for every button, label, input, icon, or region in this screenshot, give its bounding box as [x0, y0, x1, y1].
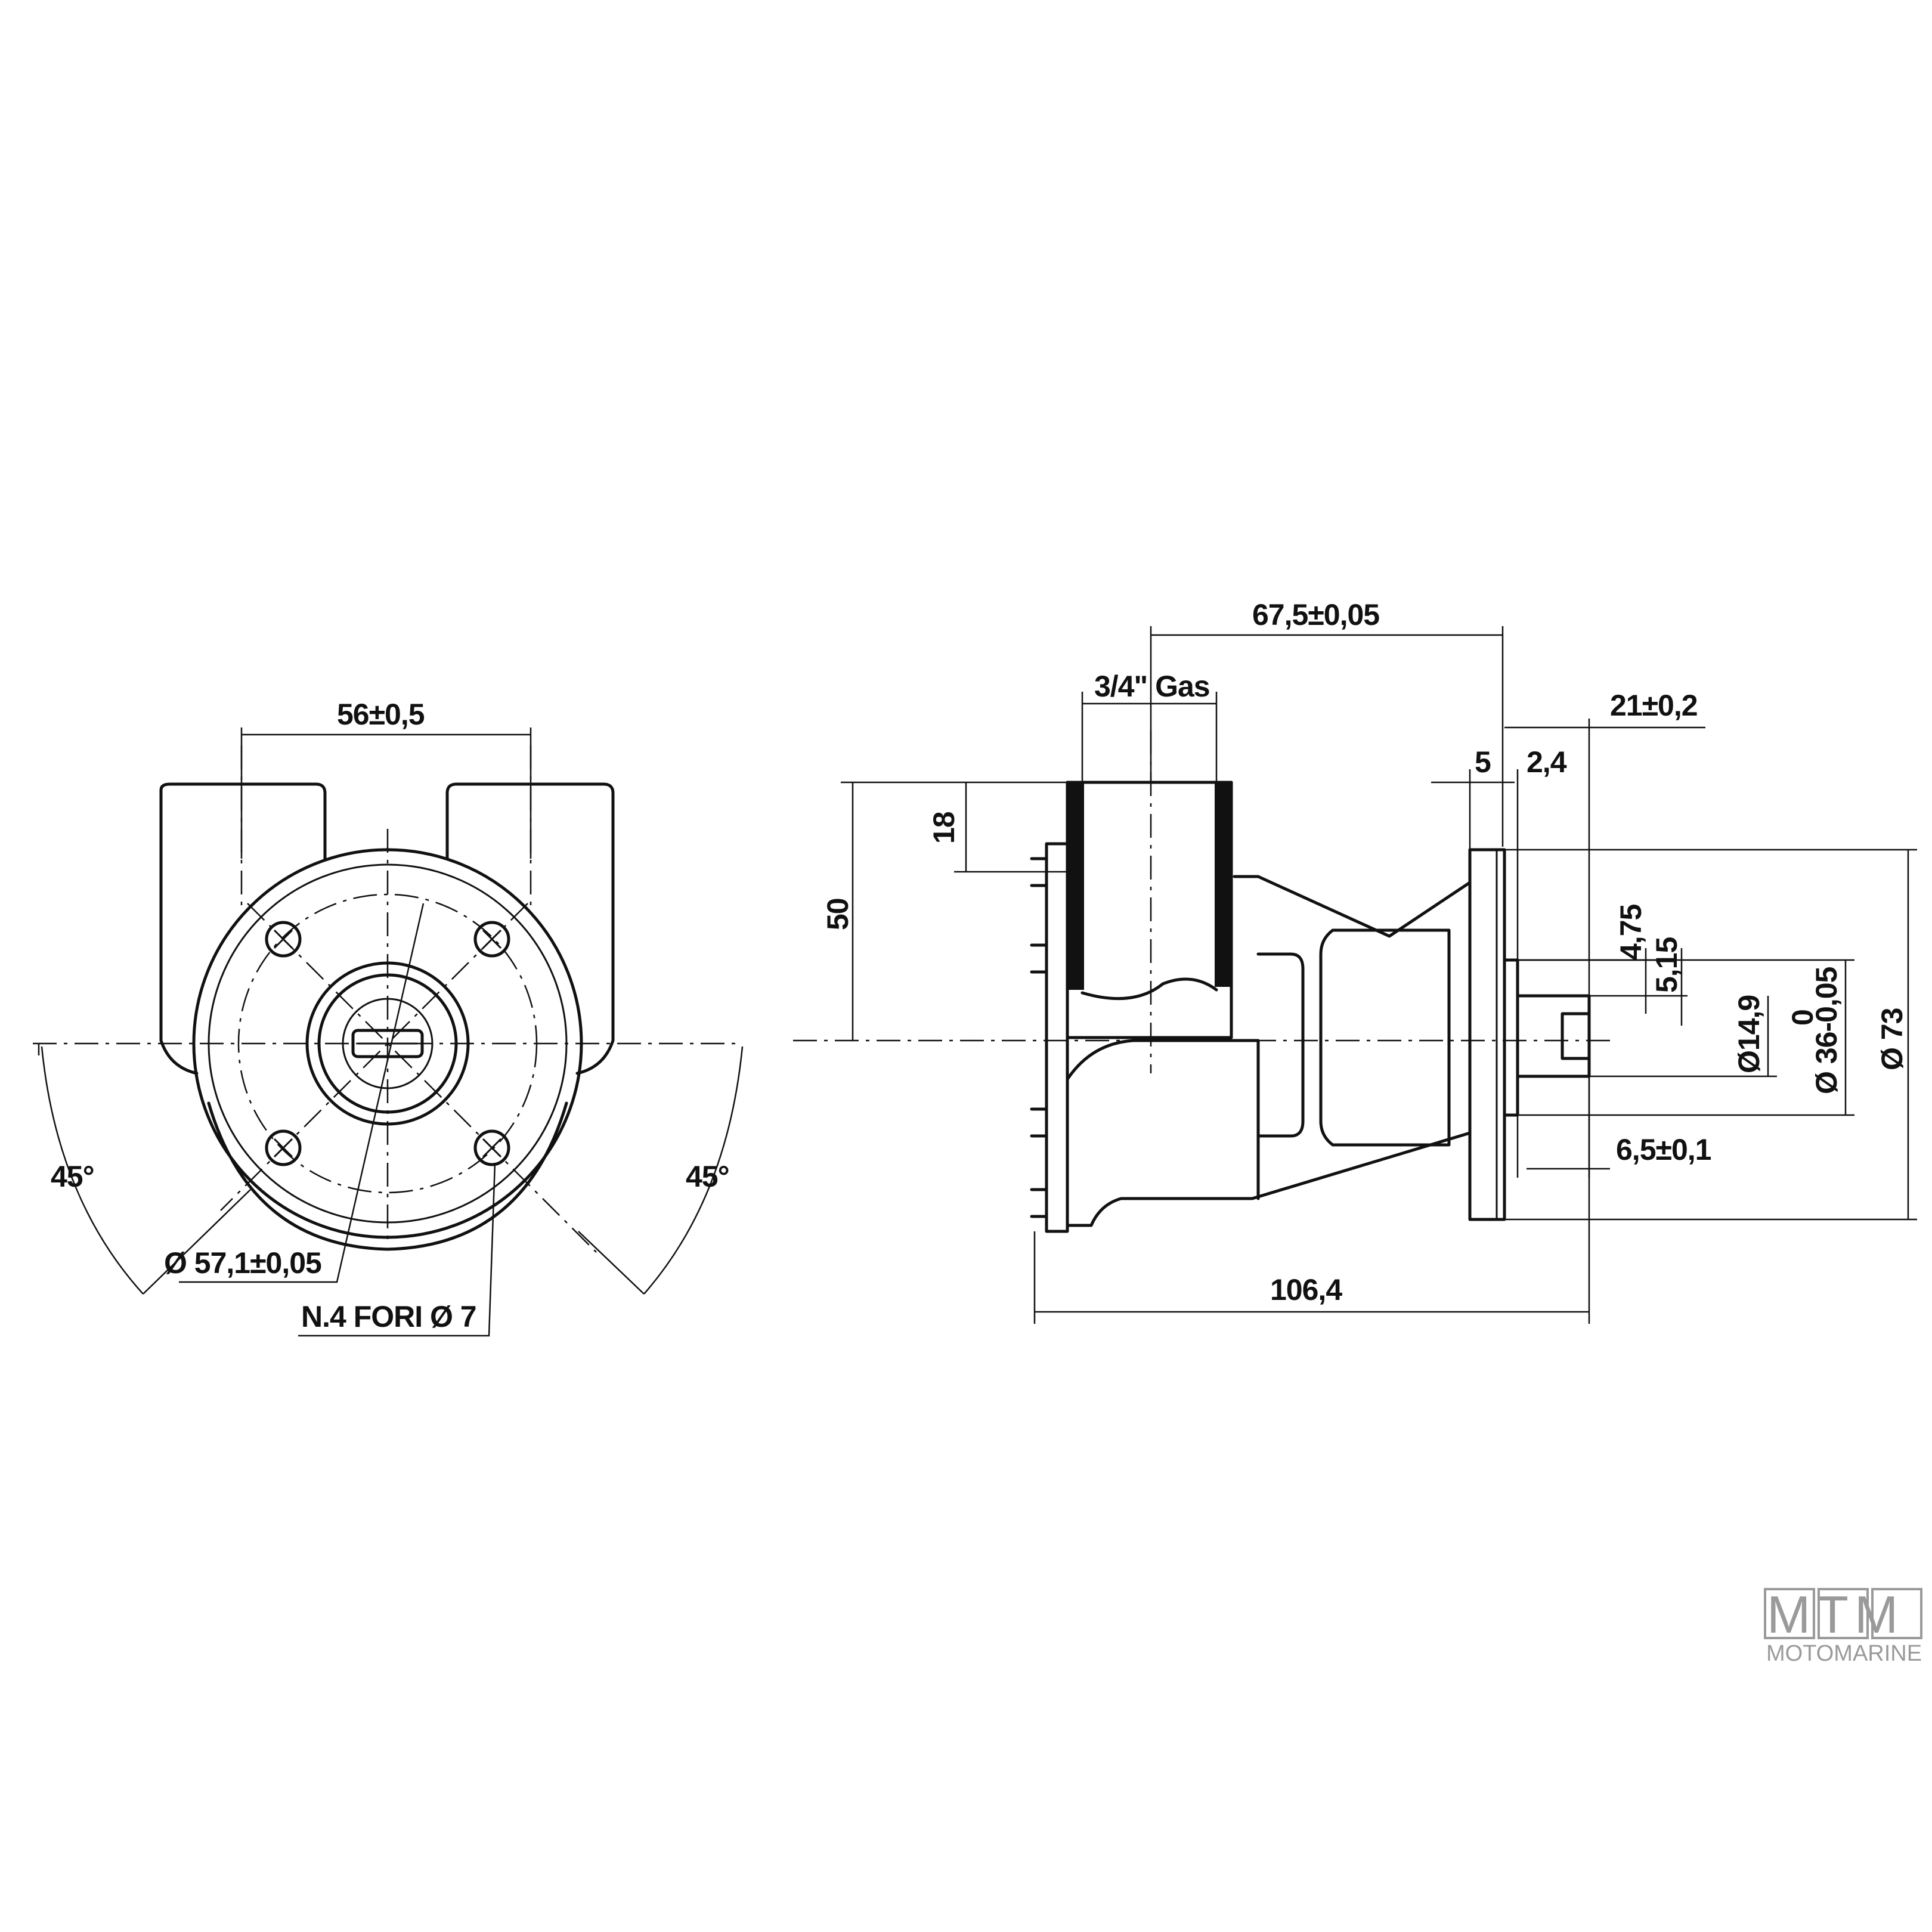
angle-right-arc	[643, 1046, 744, 1295]
dim-shaft-length-label: 21±0,2	[1610, 689, 1698, 722]
cover-screws	[1030, 857, 1048, 1218]
side-view: 67,5±0,05 3/4" Gas 21±0,2 5 2,4 18 50 4,…	[793, 598, 1917, 1324]
holes-leader	[298, 1162, 496, 1337]
dim-shaft-dia-label: Ø14,9	[1732, 995, 1766, 1073]
dim-holes-label: N.4 FORI Ø 7	[301, 1300, 476, 1333]
shaft-key	[1561, 1012, 1591, 1060]
company-logo: MTM MOTOMARINE	[1764, 1585, 1922, 1666]
dim-spigot-label: 2,4	[1527, 745, 1567, 779]
body-recess	[1256, 952, 1305, 1138]
front-view: 56±0,5 45° 45° Ø 57,1±0,05 N.4 FORI Ø 7	[33, 698, 744, 1337]
angle-right-label: 45°	[686, 1160, 729, 1193]
dim-flange-thickness-label: 5	[1475, 745, 1491, 779]
dim-pilot-dia-label: Ø 36-0,05	[1810, 967, 1843, 1094]
pilot-spigot	[1503, 958, 1519, 1117]
dim-key-offset-label: 6,5±0,1	[1616, 1133, 1711, 1166]
angle-left-label: 45°	[51, 1160, 94, 1193]
logo-box-1	[1764, 1588, 1815, 1639]
dim-pilot-tol-label: 0	[1786, 1010, 1819, 1026]
dim-overall-length-label: 106,4	[1270, 1273, 1342, 1306]
logo-box-3	[1871, 1588, 1922, 1639]
dim-centre-height-label: 50	[821, 898, 854, 930]
dim-port-spacing-label: 56±0,5	[337, 698, 425, 731]
dim-key-width-label: 5,15	[1650, 937, 1683, 993]
bolt-circle-leader	[179, 903, 425, 1283]
diagonal-centre-line-2	[220, 903, 528, 1211]
logo-box-2	[1818, 1588, 1869, 1639]
drive-shaft	[1516, 994, 1591, 1078]
port-lower-left	[159, 1039, 199, 1075]
angle-right-radial	[578, 1231, 645, 1295]
dim-flange-dia-label: Ø 73	[1875, 1008, 1909, 1070]
port-outer	[1066, 781, 1233, 1039]
dim-bolt-circle-label: Ø 57,1±0,05	[164, 1246, 321, 1280]
logo-letters: MTM	[1767, 1585, 1904, 1644]
port-lower-right	[575, 1039, 615, 1075]
angle-left-radial	[143, 1189, 251, 1295]
angle-left-arc	[41, 1046, 144, 1295]
dim-thread-label: 3/4" Gas	[1094, 670, 1210, 703]
port-bottom-edge	[1080, 977, 1218, 1001]
right-port-outline	[445, 782, 615, 1042]
dim-key-depth-label: 4,75	[1614, 904, 1648, 960]
dim-port-height-label: 18	[927, 812, 961, 844]
body-lower-rim	[207, 1101, 568, 1251]
pump-body-lower-bulge	[1066, 1039, 1260, 1200]
logo-subtitle: MOTOMARINE	[1766, 1641, 1922, 1666]
rear-cover-plate	[1045, 842, 1069, 1233]
body-waist	[1319, 928, 1451, 1147]
mounting-flange	[1468, 848, 1506, 1221]
left-port-outline	[159, 782, 327, 1042]
dim-port-to-flange-label: 67,5±0,05	[1252, 598, 1379, 631]
